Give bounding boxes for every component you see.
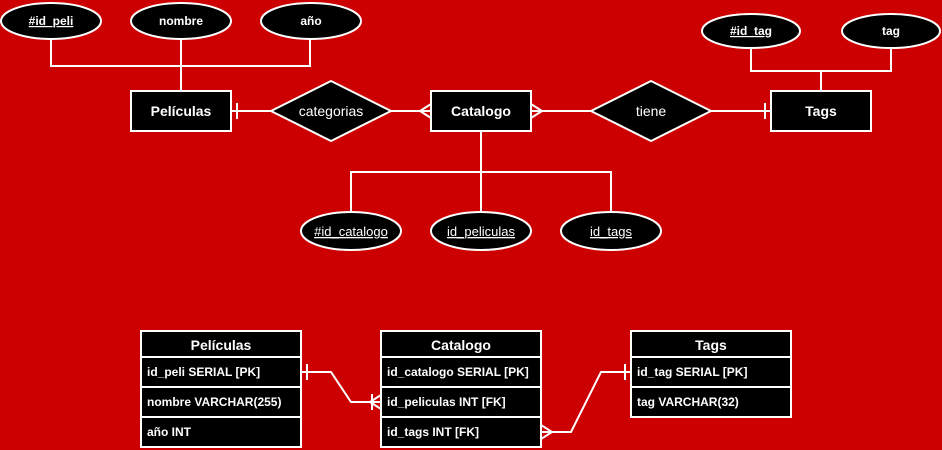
fk-tags-many-a xyxy=(540,424,553,433)
attr-id-catalogo-label: #id_catalogo xyxy=(314,224,388,239)
many-marker-catalogo-left-a xyxy=(419,103,432,112)
relationship-categorias-label: categorias xyxy=(299,103,364,119)
many-marker-catalogo-right-a xyxy=(530,103,543,112)
table-peliculas-title: Películas xyxy=(191,337,252,353)
many-marker-catalogo-right-b xyxy=(530,110,543,119)
table-catalogo-row: id_catalogo SERIAL [PK] xyxy=(387,365,529,379)
table-tags-row: id_tag SERIAL [PK] xyxy=(637,365,747,379)
attribute-anio: año xyxy=(260,2,362,40)
attr-id-peliculas-label: id_peliculas xyxy=(447,224,515,239)
entity-peliculas-label: Películas xyxy=(151,103,212,119)
attribute-id-catalogo: #id_catalogo xyxy=(300,211,402,251)
entity-peliculas: Películas xyxy=(130,90,232,132)
fk-tags-link xyxy=(541,371,631,433)
table-catalogo-row: id_tags INT [FK] xyxy=(387,425,479,439)
table-peliculas-row: año INT xyxy=(147,425,192,439)
table-catalogo-row: id_peliculas INT [FK] xyxy=(387,395,506,409)
fk-tags-many-b xyxy=(540,431,553,440)
table-catalogo-title: Catalogo xyxy=(431,337,491,353)
table-peliculas: Películas id_peli SERIAL [PK] nombre VAR… xyxy=(140,330,302,448)
attr-id-peli-label: #id_peli xyxy=(29,14,74,28)
many-marker-catalogo-left-b xyxy=(419,110,432,119)
table-catalogo: Catalogo id_catalogo SERIAL [PK] id_peli… xyxy=(380,330,542,448)
relationship-categorias: categorias xyxy=(268,79,394,143)
er-connectors xyxy=(50,38,892,212)
attr-anio-label: año xyxy=(300,14,321,28)
tags-attr-bracket xyxy=(750,46,892,72)
entity-catalogo: Catalogo xyxy=(430,90,532,132)
attribute-nombre: nombre xyxy=(130,2,232,40)
relationship-tiene-label: tiene xyxy=(636,103,667,119)
relationship-tiene: tiene xyxy=(588,79,714,143)
attr-id-tag-label: #id_tag xyxy=(730,24,772,38)
entity-catalogo-label: Catalogo xyxy=(451,103,511,119)
table-connectors xyxy=(301,364,631,440)
attr-nombre-label: nombre xyxy=(159,14,203,28)
table-tags: Tags id_tag SERIAL [PK] tag VARCHAR(32) xyxy=(630,330,792,418)
attribute-id-peli: #id_peli xyxy=(0,2,102,40)
attribute-tag: tag xyxy=(841,13,941,49)
table-peliculas-row: id_peli SERIAL [PK] xyxy=(147,365,260,379)
attribute-id-peliculas: id_peliculas xyxy=(430,211,532,251)
attribute-id-tags: id_tags xyxy=(560,211,662,251)
entity-tags-label: Tags xyxy=(805,103,837,119)
attr-id-tags-label: id_tags xyxy=(590,224,632,239)
table-peliculas-row: nombre VARCHAR(255) xyxy=(147,395,281,409)
attr-tag-label: tag xyxy=(882,24,900,38)
attribute-id-tag: #id_tag xyxy=(701,13,801,49)
catalogo-attr-bracket xyxy=(350,171,612,212)
entity-tags: Tags xyxy=(770,90,872,132)
fk-peliculas-link xyxy=(301,371,381,403)
table-tags-row: tag VARCHAR(32) xyxy=(637,395,739,409)
table-tags-title: Tags xyxy=(695,337,727,353)
